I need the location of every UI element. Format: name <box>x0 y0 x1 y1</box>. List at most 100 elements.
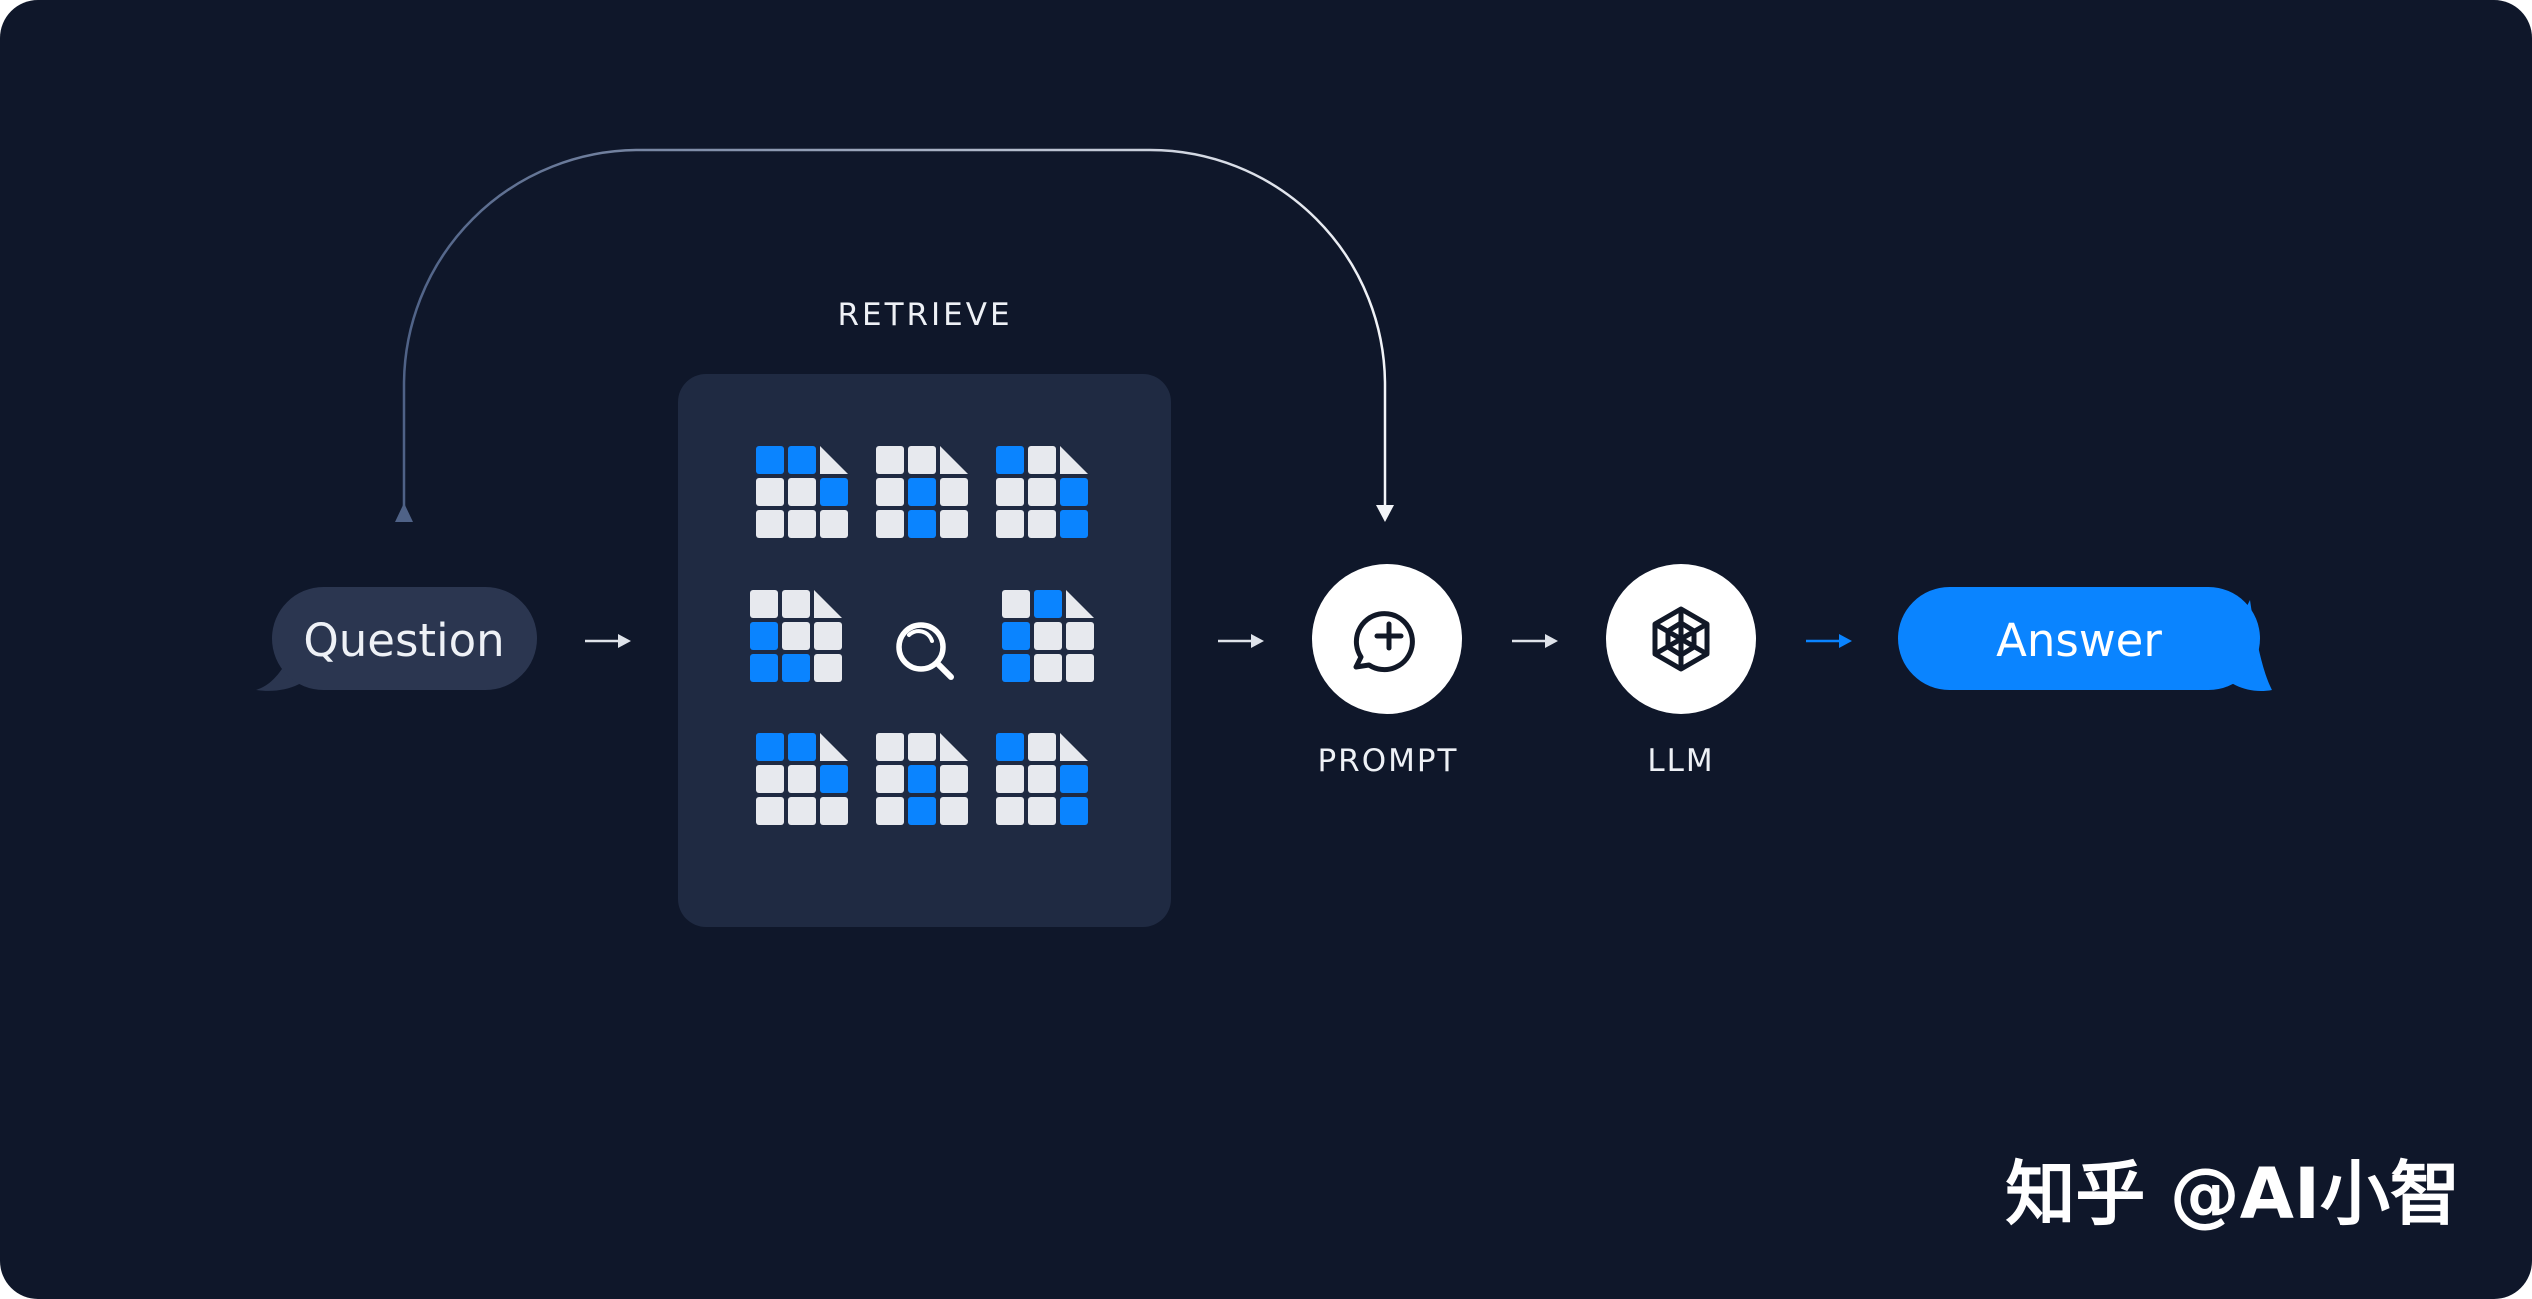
document-tile-blue <box>788 733 816 761</box>
document-tile-light <box>1002 590 1030 618</box>
arrow-question-to-retrieve <box>585 634 631 648</box>
document-tile-light <box>940 765 968 793</box>
document-tile-light <box>788 510 816 538</box>
document-tile-light <box>940 797 968 825</box>
document-fold <box>820 733 848 761</box>
document-tile-blue <box>756 446 784 474</box>
document-tile-light <box>876 765 904 793</box>
document-fold <box>1060 733 1088 761</box>
document-tile-light <box>814 654 842 682</box>
document-tile-light <box>1066 654 1094 682</box>
document-tile-light <box>876 733 904 761</box>
document-tile-blue <box>908 797 936 825</box>
llm-node <box>1606 564 1756 714</box>
document-tile-blue <box>996 446 1024 474</box>
chat-plus-icon <box>1353 611 1415 673</box>
document-tile-light <box>1028 733 1056 761</box>
document-tile-blue <box>1002 654 1030 682</box>
document-tile-light <box>1028 478 1056 506</box>
document-tile-blue <box>756 733 784 761</box>
document-tile-light <box>1034 622 1062 650</box>
document-tile-blue <box>908 510 936 538</box>
answer-bubble: Answer <box>1898 587 2272 692</box>
search-icon <box>896 622 954 680</box>
document-tile-light <box>782 622 810 650</box>
retrieve-label: RETRIEVE <box>837 297 1012 333</box>
document-tile-blue <box>782 654 810 682</box>
loop-start-arrowhead <box>395 503 413 522</box>
document-tile-blue <box>996 733 1024 761</box>
document-tile-light <box>940 478 968 506</box>
document-tile-blue <box>788 446 816 474</box>
document-icon <box>996 446 1088 538</box>
document-tile-light <box>908 446 936 474</box>
arrow-llm-to-answer <box>1806 634 1852 648</box>
document-icon <box>750 590 842 682</box>
document-tile-light <box>814 622 842 650</box>
document-tile-light <box>996 510 1024 538</box>
document-tile-light <box>756 765 784 793</box>
document-icon <box>1002 590 1094 682</box>
document-tile-light <box>820 510 848 538</box>
arrow-retrieve-to-prompt <box>1218 634 1264 648</box>
document-tile-light <box>1028 765 1056 793</box>
question-text: Question <box>303 614 504 667</box>
document-tile-blue <box>1060 765 1088 793</box>
document-tile-light <box>756 478 784 506</box>
loop-end-arrowhead <box>1376 505 1394 522</box>
document-tile-light <box>876 797 904 825</box>
document-icon <box>876 446 968 538</box>
document-fold <box>820 446 848 474</box>
document-tile-blue <box>1060 797 1088 825</box>
document-tile-blue <box>908 478 936 506</box>
document-tile-light <box>782 590 810 618</box>
document-tile-light <box>996 797 1024 825</box>
document-tile-blue <box>820 478 848 506</box>
document-tile-light <box>1028 797 1056 825</box>
document-tile-light <box>788 797 816 825</box>
document-tile-light <box>1066 622 1094 650</box>
document-tile-light <box>996 765 1024 793</box>
document-tile-light <box>1028 446 1056 474</box>
document-tile-light <box>876 510 904 538</box>
document-grid <box>750 446 1094 825</box>
watermark: 知乎 @AI小智 <box>2005 1153 2460 1235</box>
answer-text: Answer <box>1996 614 2162 667</box>
document-fold <box>940 446 968 474</box>
document-tile-light <box>788 478 816 506</box>
document-tile-blue <box>1060 510 1088 538</box>
document-tile-light <box>1028 510 1056 538</box>
document-tile-blue <box>1002 622 1030 650</box>
document-tile-light <box>876 446 904 474</box>
question-bubble: Question <box>256 587 537 691</box>
document-fold <box>814 590 842 618</box>
document-fold <box>1060 446 1088 474</box>
document-fold <box>940 733 968 761</box>
prompt-node <box>1312 564 1462 714</box>
prompt-label: PROMPT <box>1317 743 1458 779</box>
document-tile-blue <box>908 765 936 793</box>
document-tile-light <box>756 797 784 825</box>
document-icon <box>756 733 848 825</box>
document-tile-light <box>876 478 904 506</box>
document-tile-light <box>908 733 936 761</box>
document-tile-blue <box>1034 590 1062 618</box>
document-tile-light <box>996 478 1024 506</box>
document-fold <box>1066 590 1094 618</box>
document-icon <box>756 446 848 538</box>
document-tile-light <box>1034 654 1062 682</box>
document-tile-blue <box>820 765 848 793</box>
arrow-prompt-to-llm <box>1512 634 1558 648</box>
llm-label: LLM <box>1647 743 1714 779</box>
loop-connector <box>402 148 1387 515</box>
hexagon-cube-icon <box>1652 606 1710 672</box>
document-tile-blue <box>1060 478 1088 506</box>
document-tile-light <box>788 765 816 793</box>
document-icon <box>996 733 1088 825</box>
document-tile-light <box>756 510 784 538</box>
document-tile-light <box>750 590 778 618</box>
document-tile-blue <box>750 622 778 650</box>
document-tile-light <box>820 797 848 825</box>
